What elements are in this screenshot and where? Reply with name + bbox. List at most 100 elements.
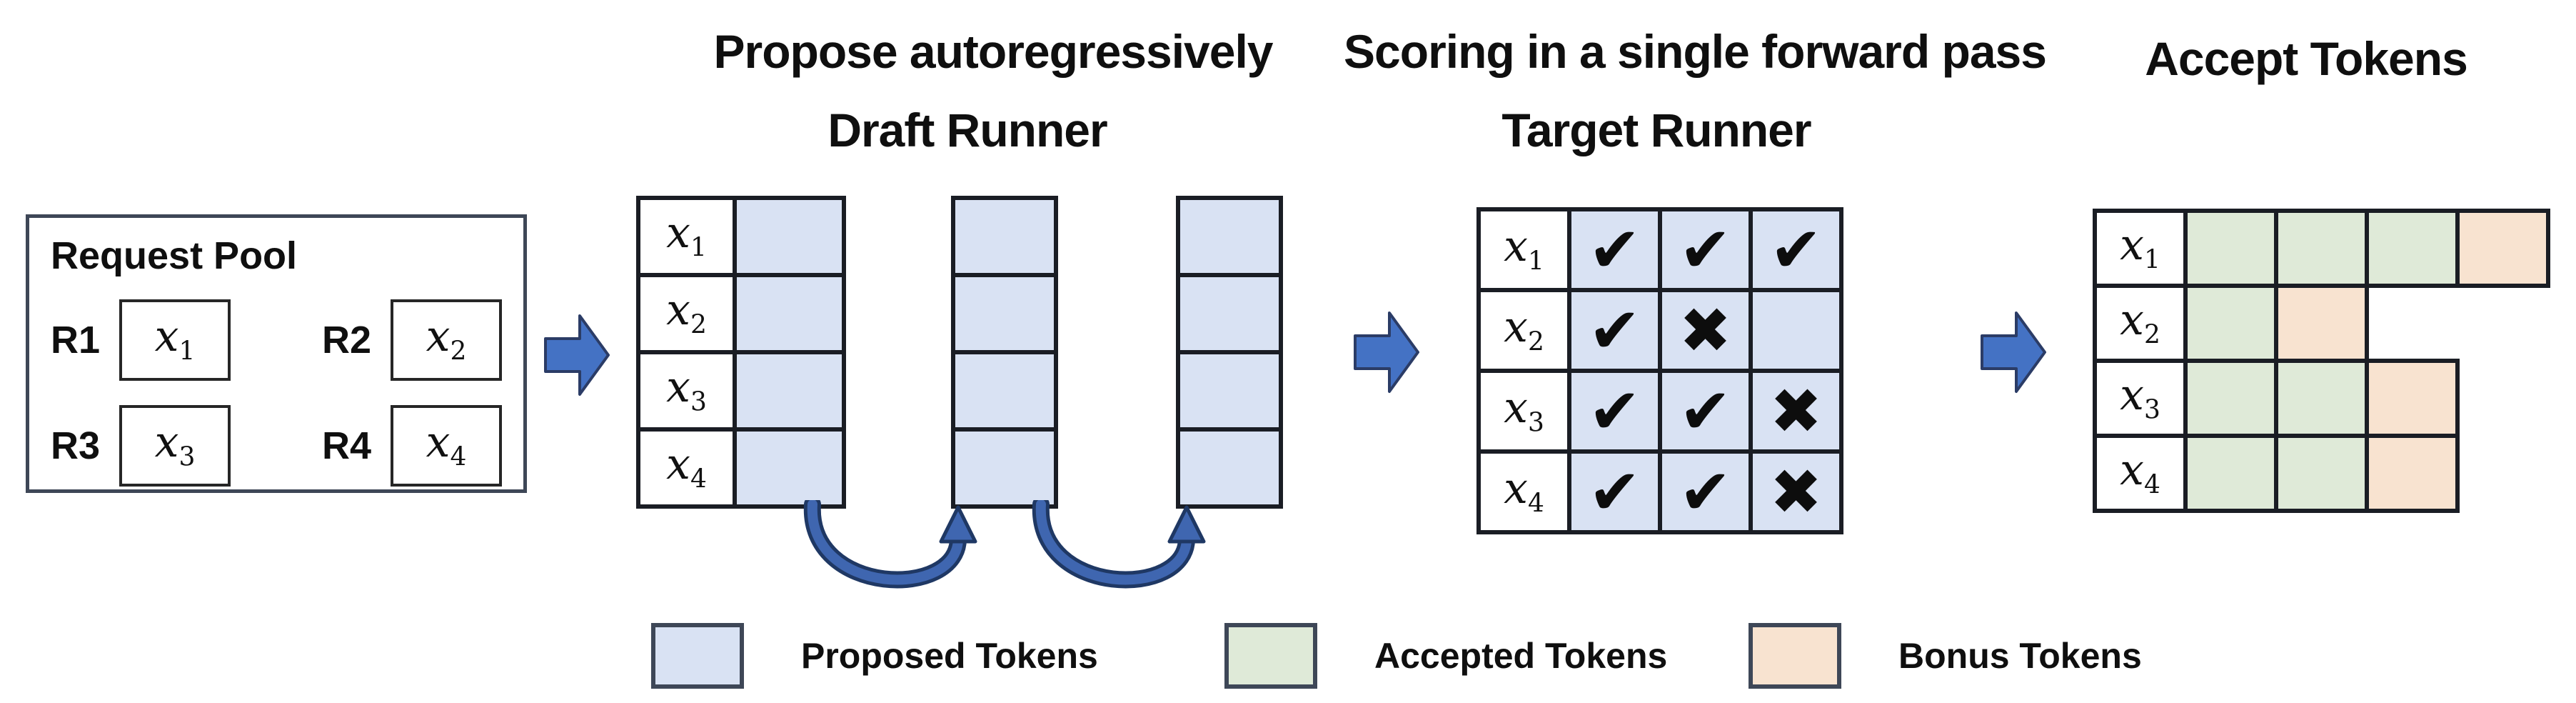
check-icon: ✔: [1588, 293, 1641, 367]
draft-runner-heading: Draft Runner: [827, 104, 1107, 156]
accepted-token-cell: [2274, 359, 2369, 438]
check-icon: ✔: [1588, 454, 1641, 529]
legend-item-accepted: Accepted Tokens: [1224, 623, 1667, 689]
token-label-cell: x1: [636, 196, 737, 277]
accept-tokens-table: x1 x2 x3 x4: [2093, 209, 2550, 513]
check-icon: ✔: [1769, 212, 1823, 286]
legend-item-proposed: Proposed Tokens: [651, 623, 1098, 689]
request-pool-box: Request Pool R1 x1 R2 x2 R3 x3: [26, 214, 527, 493]
token-label-cell: x1: [1476, 207, 1571, 292]
request-item-r2: R2 x2: [322, 299, 502, 381]
token-symbol: x2: [426, 311, 467, 367]
proposed-token-cell: [951, 427, 1058, 509]
request-pool-grid: R1 x1 R2 x2 R3 x3 R4 x4: [51, 299, 523, 487]
score-cell: ✔: [1749, 207, 1843, 292]
score-cell: ✔: [1567, 449, 1662, 534]
request-pool-title: Request Pool: [51, 234, 298, 277]
accepted-token-cell: [2274, 209, 2369, 288]
accepted-token-cell: [2183, 434, 2278, 513]
cross-icon: ✖: [1769, 374, 1823, 448]
table-row: [951, 196, 1058, 277]
proposed-token-cell: [733, 427, 846, 509]
proposed-swatch: [651, 623, 744, 689]
target-runner-heading: Target Runner: [1501, 104, 1811, 156]
accepted-swatch: [1224, 623, 1317, 689]
score-cell: ✔: [1567, 369, 1662, 454]
table-row: [1176, 350, 1283, 432]
token-box: x2: [391, 299, 502, 381]
draft-step-1-table: x1 x2 x3 x4: [636, 196, 846, 509]
token-label-cell: x4: [1476, 449, 1571, 534]
token-box: x1: [119, 299, 231, 381]
table-row: [1176, 427, 1283, 509]
request-item-r4: R4 x4: [322, 405, 502, 487]
bonus-token-cell: [2274, 284, 2369, 363]
proposed-token-cell: [733, 350, 846, 432]
proposed-token-cell: [951, 196, 1058, 277]
score-cell: ✖: [1658, 288, 1753, 373]
score-cell: ✔: [1658, 449, 1753, 534]
accept-tokens-heading: Accept Tokens: [2145, 32, 2468, 85]
draft-stage-heading: Propose autoregressively: [713, 25, 1273, 78]
token-label-cell: x1: [2093, 209, 2188, 288]
target-stage-heading: Scoring in a single forward pass: [1344, 25, 2047, 78]
proposed-token-cell: [1176, 427, 1283, 509]
accepted-token-cell: [2183, 209, 2278, 288]
token-label-cell: x4: [636, 427, 737, 509]
draft-step-2-table: [951, 196, 1058, 509]
table-row: x1 ✔ ✔ ✔: [1476, 207, 1843, 292]
proposed-token-cell: [1176, 273, 1283, 354]
request-id: R3: [51, 424, 101, 467]
check-icon: ✔: [1679, 454, 1732, 529]
check-icon: ✔: [1679, 374, 1732, 448]
token-symbol: x4: [426, 417, 467, 472]
proposed-token-cell: [1176, 350, 1283, 432]
target-runner-table: x1 ✔ ✔ ✔ x2 ✔ ✖ x3 ✔ ✔ ✖ x4 ✔ ✔ ✖: [1476, 207, 1843, 534]
check-icon: ✔: [1588, 212, 1641, 286]
cross-icon: ✖: [1769, 454, 1823, 529]
table-row: [951, 273, 1058, 354]
table-row: x4: [2093, 434, 2548, 513]
legend-label: Bonus Tokens: [1898, 636, 2142, 676]
table-row: [951, 350, 1058, 432]
score-cell: ✔: [1658, 369, 1753, 454]
bonus-token-cell: [2365, 359, 2460, 438]
proposed-token-cell: [733, 196, 846, 277]
table-row: x3 ✔ ✔ ✖: [1476, 369, 1843, 454]
bonus-token-cell: [2455, 209, 2550, 288]
score-cell: [1749, 288, 1843, 373]
check-icon: ✔: [1679, 212, 1732, 286]
check-icon: ✔: [1588, 374, 1641, 448]
request-id: R2: [322, 319, 372, 362]
token-label-cell: x2: [2093, 284, 2188, 363]
accepted-token-cell: [2183, 359, 2278, 438]
score-cell: ✔: [1567, 207, 1662, 292]
request-id: R4: [322, 424, 372, 467]
proposed-token-cell: [1176, 196, 1283, 277]
accepted-token-cell: [2183, 284, 2278, 363]
token-label-cell: x3: [1476, 369, 1571, 454]
accepted-token-cell: [2365, 209, 2460, 288]
autoregressive-loop-arrows: [803, 500, 1206, 589]
table-row: x1: [2093, 209, 2550, 288]
table-row: x2 ✔ ✖: [1476, 288, 1843, 373]
token-label-cell: x3: [636, 350, 737, 432]
flow-arrow-draft-to-target: [1354, 311, 1419, 393]
bonus-token-cell: [2365, 434, 2460, 513]
loop-arrow-step2-to-step3: [1032, 500, 1206, 589]
table-row: x2: [2093, 284, 2548, 363]
draft-step-3-table: [1176, 196, 1283, 509]
table-row: [951, 427, 1058, 509]
token-symbol: x3: [154, 417, 196, 472]
loop-arrow-step1-to-step2: [803, 500, 977, 589]
legend-label: Accepted Tokens: [1374, 636, 1668, 676]
token-symbol: x1: [154, 311, 196, 367]
score-cell: ✖: [1749, 449, 1843, 534]
table-row: x4 ✔ ✔ ✖: [1476, 449, 1843, 534]
table-row: x2: [636, 273, 846, 354]
score-cell: ✔: [1567, 288, 1662, 373]
request-item-r1: R1 x1: [51, 299, 322, 381]
flow-arrow-pool-to-draft: [544, 314, 610, 396]
request-item-r3: R3 x3: [51, 405, 322, 487]
